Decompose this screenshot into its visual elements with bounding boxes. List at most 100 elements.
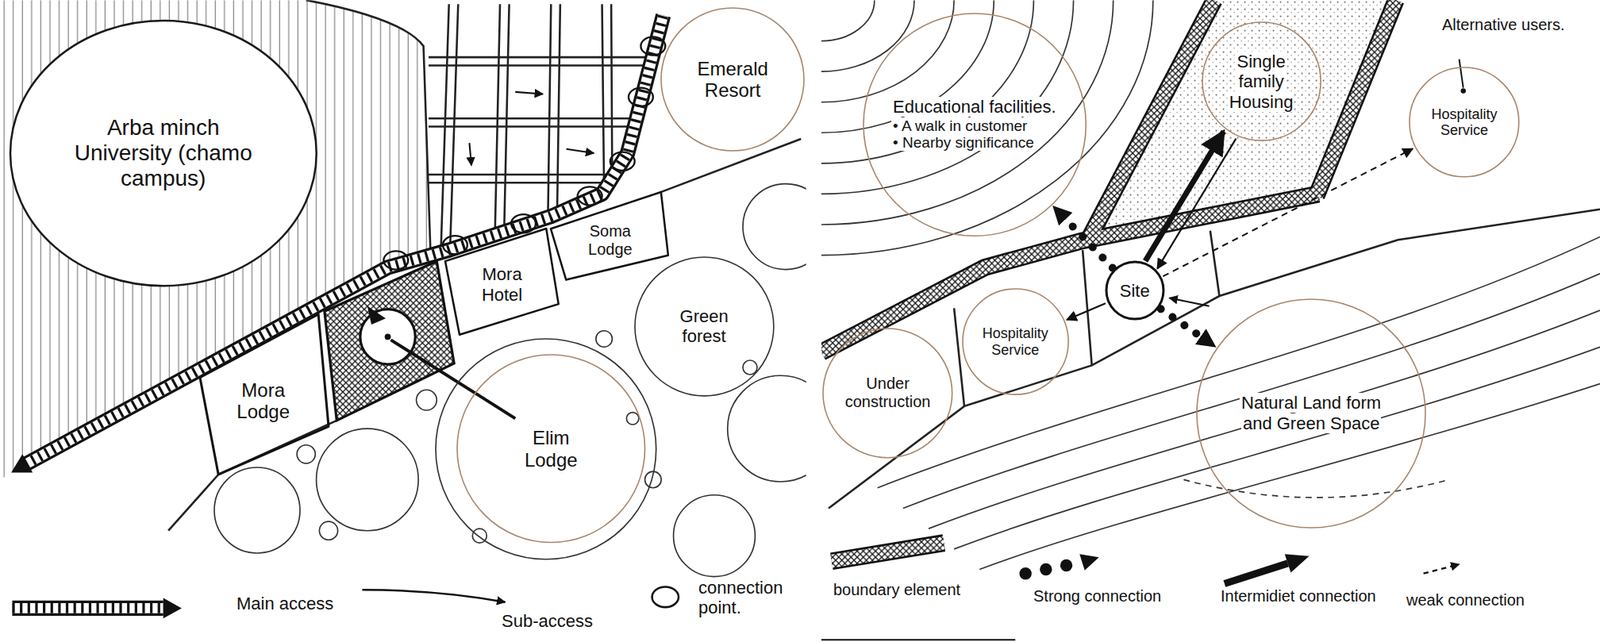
trees — [214, 184, 807, 577]
site-circle: Site — [1106, 261, 1164, 320]
node-heading: Alternative users. — [1440, 15, 1567, 34]
housing-circle: Single family Housing — [1202, 22, 1321, 141]
legend-label: weak connection — [1404, 591, 1527, 609]
site-marker — [360, 309, 416, 365]
node-label: Natural Land form and Green Space — [1239, 392, 1383, 433]
plot-lines — [828, 209, 1600, 509]
node-label: • A walk in customer — [891, 117, 1029, 135]
node-label: Elim Lodge — [523, 426, 580, 471]
legend-label: Main access — [234, 593, 335, 614]
text-block: Mora Hotel — [470, 264, 535, 305]
plot-arrow — [1169, 298, 1209, 307]
text-block: Educational facilities.• A walk in custo… — [891, 96, 1058, 152]
text-line: Soma Lodge — [582, 222, 639, 259]
hotel-plot: Mora Hotel — [445, 228, 559, 335]
connection-arrow — [1162, 148, 1413, 277]
forest-circle: Green forest — [634, 257, 774, 397]
text-line: Under construction — [832, 374, 944, 412]
text-block: Under construction — [832, 374, 944, 412]
node-label: Emerald Resort — [695, 57, 770, 102]
text-block: Soma Lodge — [582, 222, 639, 259]
legend-label: Sub-access — [500, 611, 595, 631]
resort-circle: Emerald Resort — [661, 7, 804, 151]
leader-line — [1459, 59, 1464, 89]
node-label: Mora Hotel — [480, 264, 524, 304]
lodge-plot: Mora Lodge — [200, 314, 329, 475]
legend-entry: Sub-access — [500, 611, 595, 631]
text-line: Arba minch University (chamo campus) — [72, 115, 255, 193]
leader-line — [390, 339, 516, 419]
lodge-circle: Elim Lodge — [457, 354, 646, 543]
contours — [821, 0, 1600, 570]
legend-entry: connection point. — [696, 577, 800, 619]
legend-label: connection point. — [696, 577, 785, 618]
text-line: Hospitality Service — [1418, 106, 1510, 139]
facility-circle: Educational facilities.• A walk in custo… — [863, 13, 1086, 236]
node-label: Hospitality Service — [1429, 106, 1499, 139]
text-line: Green forest — [668, 306, 740, 347]
text-line: Site — [1118, 280, 1152, 301]
text-line: Hospitality Service — [971, 325, 1059, 358]
text-block: Hospitality Service — [1418, 106, 1510, 139]
text-block: Elim Lodge — [519, 426, 583, 471]
leader-dot — [1461, 88, 1466, 93]
entry-arrow — [367, 306, 386, 325]
node-label: Single family Housing — [1227, 51, 1296, 112]
campus-circle: Arba minch University (chamo campus) — [10, 20, 317, 286]
text-block: Hospitality Service — [971, 325, 1059, 358]
left-panel — [0, 0, 807, 619]
sub-access-arrows — [469, 92, 594, 166]
construction-circle: Under construction — [823, 328, 953, 458]
site-dot — [384, 334, 392, 341]
campus-edge — [306, 0, 431, 255]
text-line: Elim Lodge — [519, 426, 583, 471]
node-label: • Nearby significance — [891, 134, 1036, 151]
text-block: Green forest — [668, 306, 740, 347]
text-line: Mora Lodge — [231, 379, 296, 424]
heading-block: Alternative users. — [1440, 15, 1567, 35]
landform-circle: Natural Land form and Green Space — [1196, 299, 1426, 528]
legend-entry: Strong connection — [1031, 587, 1163, 606]
node-label: Mora Lodge — [234, 379, 292, 424]
text-block: Site — [1118, 280, 1152, 301]
text-line: • Nearby significance — [891, 134, 1058, 152]
connection-arrow — [1145, 131, 1224, 262]
lodge-plot: Soma Lodge — [550, 192, 669, 281]
connection-arrow — [1066, 303, 1106, 320]
node-label: Green forest — [678, 306, 731, 347]
node-label: Arba minch University (chamo campus) — [73, 115, 254, 191]
legend-entry: Main access — [234, 593, 335, 614]
connection-arrow — [1053, 207, 1113, 269]
right-panel — [821, 0, 1600, 640]
legend-entry: boundary element — [831, 580, 962, 600]
text-block: Emerald Resort — [684, 57, 781, 102]
legend-label: Intermidiet connection — [1219, 587, 1378, 605]
hospitality-circle: Hospitality Service — [962, 288, 1069, 395]
campus-hatch — [0, 0, 431, 480]
text-line: Emerald Resort — [684, 57, 781, 102]
site-plot — [324, 261, 454, 421]
legend-label: boundary element — [831, 580, 962, 599]
text-line: Natural Land form and Green Space — [1226, 392, 1397, 434]
text-line: • A walk in customer — [891, 117, 1058, 135]
text-line: Mora Hotel — [470, 264, 535, 305]
connection-arrow — [1161, 308, 1216, 347]
text-block: Mora Lodge — [231, 379, 296, 424]
text-block: Arba minch University (chamo campus) — [72, 115, 255, 193]
legend-samples-right — [821, 542, 1460, 640]
text-block: Natural Land form and Green Space — [1226, 392, 1397, 434]
text-line: Educational facilities. — [891, 96, 1058, 117]
node-label: Site — [1118, 280, 1152, 301]
text-line: Single family Housing — [1221, 51, 1301, 112]
node-label: Soma Lodge — [586, 222, 635, 258]
node-label: Under construction — [843, 374, 933, 411]
node-label: Educational facilities. — [891, 96, 1058, 117]
node-label: Hospitality Service — [980, 325, 1050, 358]
legend-label: Strong connection — [1031, 587, 1163, 605]
text-block: Single family Housing — [1221, 51, 1301, 112]
connection-arrow — [1157, 138, 1236, 270]
legend-entry: weak connection — [1404, 591, 1527, 610]
hospitality-circle: Hospitality ServiceAlternative users. — [1409, 67, 1520, 177]
